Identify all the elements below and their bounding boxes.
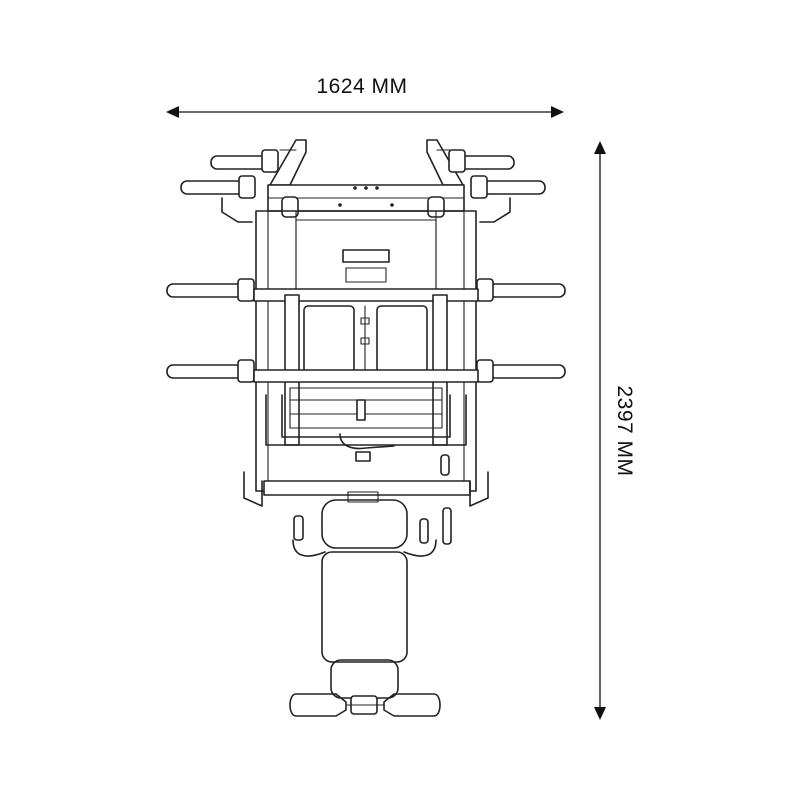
mid-collar-lower-left [237, 359, 255, 383]
side-peg-upper [440, 454, 450, 476]
width-dimension: 1624 MM [166, 75, 564, 118]
machine-top-view [166, 139, 566, 717]
mid-cross-bar-upper [253, 288, 479, 302]
lower-horn-right [482, 180, 546, 195]
lower-horn-left [180, 180, 244, 195]
foot-platform [289, 387, 443, 429]
head-pad [321, 499, 408, 549]
upper-horn-left [210, 155, 270, 170]
horn-collar-upper-left [261, 149, 279, 173]
bolt [353, 186, 357, 190]
roller-cap-left [281, 196, 299, 218]
shoulder-handle-left [292, 539, 326, 557]
mid-horn-lower-left [166, 364, 244, 379]
width-arrow-left [166, 106, 179, 118]
sled-slot [360, 317, 370, 325]
height-arrow-top [594, 141, 606, 154]
mid-collar-upper-left [237, 278, 255, 302]
bolt [390, 203, 394, 207]
bracket-top-left [221, 197, 253, 223]
horn-collar-lower-right [470, 175, 488, 199]
lower-u-frame [265, 394, 467, 446]
mid-horn-upper-left [166, 283, 244, 298]
lever-lock [355, 451, 371, 462]
mid-cross-bar-lower [253, 369, 479, 383]
base-cross-rail [263, 480, 471, 496]
release-lever [339, 433, 395, 450]
mid-horn-upper-right [488, 283, 566, 298]
bolt [364, 186, 368, 190]
lower-u-frame-inner [281, 394, 451, 438]
mid-horn-lower-right [488, 364, 566, 379]
carriage-block [342, 249, 390, 263]
width-arrow-right [551, 106, 564, 118]
side-peg-right-small [419, 518, 429, 544]
front-foot-right [383, 693, 441, 717]
platform-pin [356, 399, 366, 421]
bolt [338, 203, 342, 207]
mid-collar-lower-right [476, 359, 494, 383]
seat-pad [321, 551, 408, 663]
sled-slot [360, 337, 370, 345]
horn-collar-upper-right [448, 149, 466, 173]
width-dimension-label: 1624 MM [316, 75, 407, 98]
bracket-top-right [479, 197, 511, 223]
front-foot-left [289, 693, 347, 717]
bolt [375, 186, 379, 190]
side-peg-left [293, 515, 304, 541]
height-dimension: 2397 MM [594, 141, 636, 720]
head-pad-mount [347, 491, 379, 503]
base-bracket-left [243, 471, 263, 507]
mid-collar-upper-right [476, 278, 494, 302]
height-dimension-label: 2397 MM [613, 385, 636, 476]
horn-collar-lower-left [238, 175, 256, 199]
base-bracket-right [469, 471, 489, 507]
side-peg-right [442, 507, 452, 545]
height-arrow-bottom [594, 707, 606, 720]
seat-cushion [330, 659, 399, 699]
shoulder-handle-right [403, 539, 437, 557]
carriage-latch [345, 267, 387, 283]
